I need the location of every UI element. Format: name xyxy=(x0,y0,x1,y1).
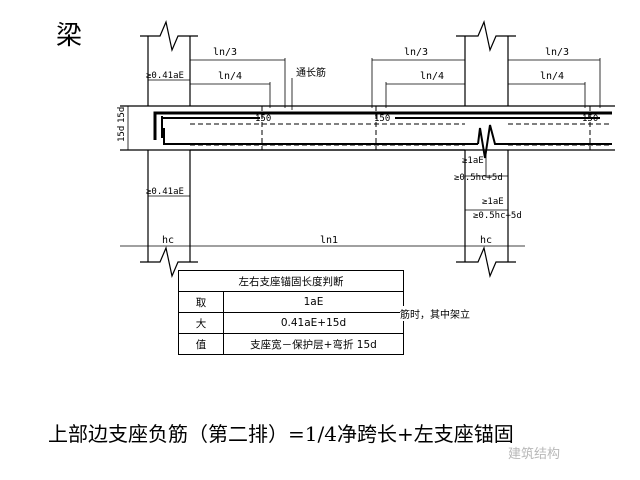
label-ln4-left: ln/4 xyxy=(218,71,242,82)
label-15d-right: 15d xyxy=(117,107,127,123)
top-dimensions xyxy=(122,58,601,197)
watermark: 建筑结构 xyxy=(508,447,561,462)
top-through-bar xyxy=(153,111,612,140)
table-row-3: 支座宽－保护层+弯折 15d xyxy=(223,333,404,355)
label-hc-2: ≥0.5hc+5d xyxy=(473,211,522,221)
heading: 梁 xyxy=(56,21,82,51)
label-anchor-bottom: ≥0.41aE xyxy=(146,187,184,197)
label-ln3-left: ln/3 xyxy=(213,47,237,58)
label-ln3-right: ln/3 xyxy=(545,47,569,58)
label-15d-left: 15d xyxy=(117,126,127,142)
label-through-bar: 通长筋 xyxy=(296,66,326,79)
anchorage-table: 左右支座锚固长度判断 取 1aE 大 0.41aE+15d 值 支座宽－保护层+… xyxy=(178,270,404,355)
table-side-2: 大 xyxy=(178,312,224,334)
side-note: 筋时，其中架立 xyxy=(400,306,470,321)
label-hc-1: ≥0.5hc+5d xyxy=(454,173,503,183)
label-anchor-top: ≥0.41aE xyxy=(146,71,184,81)
label-ln4-mid: ln/4 xyxy=(420,71,444,82)
label-ln1: ln1 xyxy=(320,235,338,246)
label-ln4-right: ln/4 xyxy=(540,71,564,82)
label-hc-left: hc xyxy=(162,235,174,246)
label-la-2: ≥1aE xyxy=(482,197,504,207)
formula: 上部边支座负筋（第二排）=1/4净跨长+左支座锚固 xyxy=(48,422,514,446)
label-spacing-2: 150 xyxy=(374,114,390,124)
label-spacing-1: 150 xyxy=(255,114,271,124)
beam-outline xyxy=(120,105,615,151)
table-title: 左右支座锚固长度判断 xyxy=(178,270,404,292)
table-row-1: 1aE xyxy=(223,291,404,313)
table-side-3: 值 xyxy=(178,333,224,355)
bottom-dimensions xyxy=(120,240,525,252)
label-spacing-3: 150 xyxy=(582,114,598,124)
table-side-1: 取 xyxy=(178,291,224,313)
anchorage-dimensions xyxy=(464,150,508,214)
bottom-bar xyxy=(163,124,612,159)
table-row-2: 0.41aE+15d xyxy=(223,312,404,334)
label-la-1: ≥1aE xyxy=(462,156,484,166)
label-hc-right: hc xyxy=(480,235,492,246)
label-ln3-mid: ln/3 xyxy=(404,47,428,58)
